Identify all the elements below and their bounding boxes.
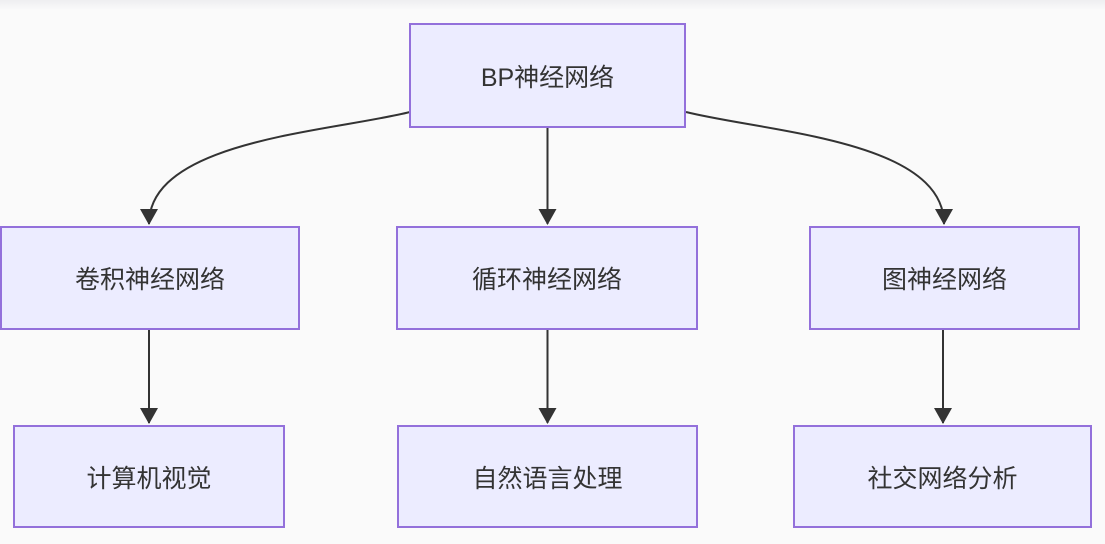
node-bp-neural-network: BP神经网络 <box>409 23 686 128</box>
node-social-network-analysis: 社交网络分析 <box>793 425 1092 528</box>
edge-bp-to-cnn <box>140 111 411 225</box>
node-label: 图神经网络 <box>881 266 1007 294</box>
node-label: 自然语言处理 <box>472 464 623 493</box>
node-convolutional-neural-network: 卷积神经网络 <box>0 226 300 330</box>
edge-bp-to-gnn <box>685 111 953 225</box>
node-computer-vision: 计算机视觉 <box>13 425 285 528</box>
node-graph-neural-network: 图神经网络 <box>809 226 1080 330</box>
node-label: 卷积神经网络 <box>74 266 225 294</box>
node-label: 社交网络分析 <box>867 464 1018 493</box>
node-recurrent-neural-network: 循环神经网络 <box>396 226 698 330</box>
node-label: 计算机视觉 <box>86 464 212 493</box>
node-natural-language-processing: 自然语言处理 <box>397 425 698 528</box>
node-label: 循环神经网络 <box>471 266 622 294</box>
node-label: BP神经网络 <box>480 63 615 92</box>
